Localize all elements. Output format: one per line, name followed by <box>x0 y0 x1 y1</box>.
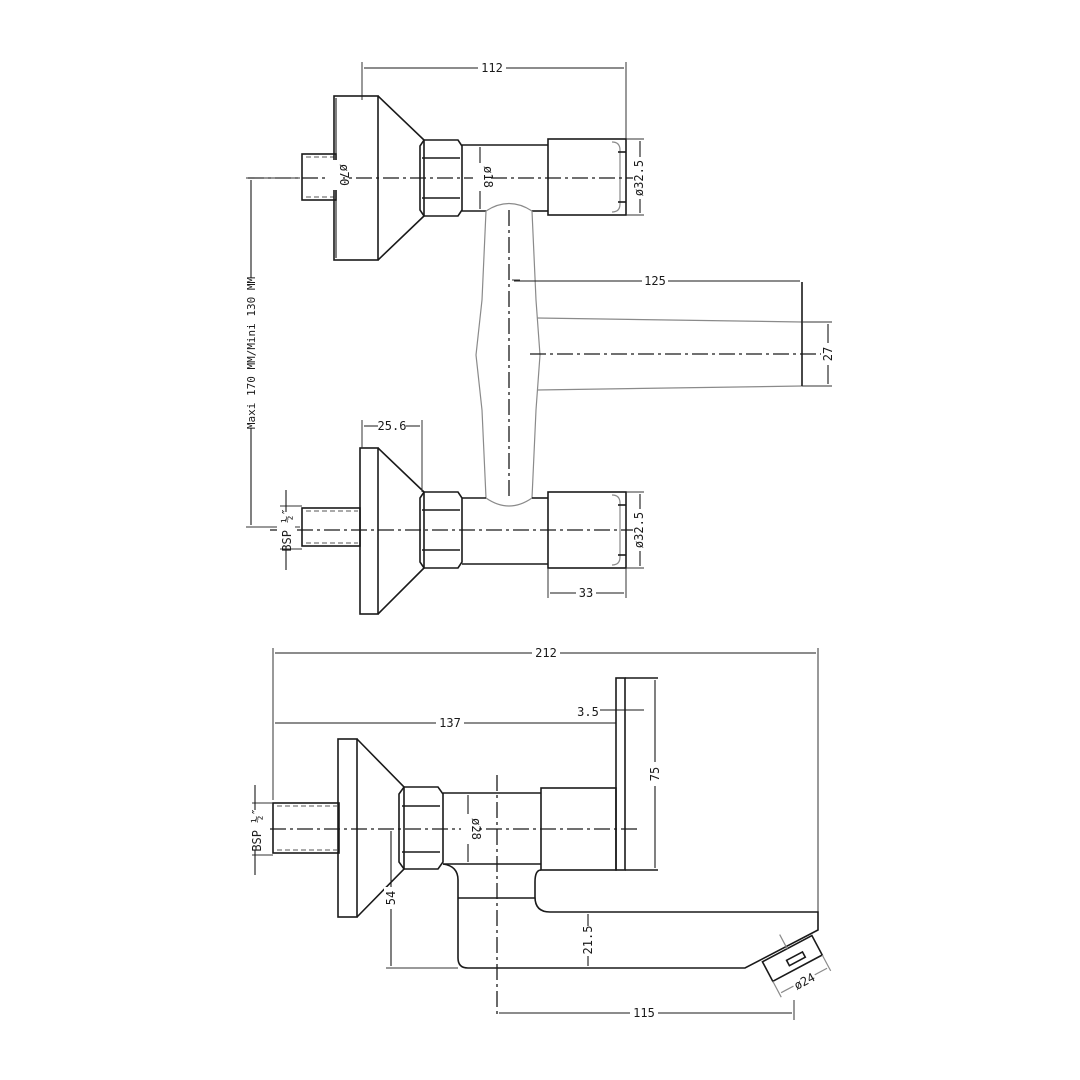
dim-flange-diameter: ø70 <box>329 98 351 258</box>
label-212: 212 <box>535 646 557 660</box>
lever: 75 <box>615 677 662 871</box>
lower-valve-unit <box>270 447 640 615</box>
label-3-5: 3.5 <box>577 705 599 719</box>
dim-thread-side: BSP ½″ <box>247 785 273 875</box>
label-115: 115 <box>633 1006 655 1020</box>
label-33: 33 <box>579 586 593 600</box>
upper-valve-unit <box>248 95 640 261</box>
aerator: ø24 <box>761 934 832 998</box>
dim-overall-width: 112 <box>361 61 627 214</box>
central-column <box>475 202 541 507</box>
label-125: 125 <box>644 274 666 288</box>
label-21-5: 21.5 <box>581 926 595 955</box>
label-d28: ø28 <box>469 818 483 840</box>
top-view: 112 <box>244 61 835 615</box>
side-view: 212 137 3.5 75 <box>247 646 832 1020</box>
dim-centres: Maxi 170 MM/Mini 130 MM <box>244 177 300 528</box>
dim-body-diameter: ø18 <box>473 147 495 209</box>
dim-spout-reach: 115 <box>499 1000 795 1020</box>
label-75: 75 <box>648 767 662 781</box>
dim-handle-diameter-top: ø32.5 <box>626 138 647 216</box>
label-d32-5-bottom: ø32.5 <box>632 512 646 548</box>
dim-lever-thickness: 3.5 <box>577 705 644 719</box>
label-d32-5-top: ø32.5 <box>632 160 646 196</box>
label-bsp-top: BSP ½″ <box>280 508 294 551</box>
spout-top: 125 27 <box>512 274 835 391</box>
label-bsp-side: BSP ½″ <box>250 808 264 851</box>
spout-side: ø24 <box>442 863 832 998</box>
label-centres: Maxi 170 MM/Mini 130 MM <box>245 276 258 429</box>
label-d18: ø18 <box>481 166 495 188</box>
label-112: 112 <box>481 61 503 75</box>
dim-overall-length: 212 <box>272 646 819 912</box>
label-54: 54 <box>384 891 398 905</box>
label-27: 27 <box>821 347 835 361</box>
label-d70: ø70 <box>337 164 351 186</box>
label-137: 137 <box>439 716 461 730</box>
dim-handle-diameter-bottom: ø32.5 <box>626 491 647 569</box>
dim-handle-length: 33 <box>547 568 627 600</box>
dim-thread-top: BSP ½″ <box>277 490 302 570</box>
dim-body-diameter-side: ø28 <box>461 795 483 862</box>
label-25-6: 25.6 <box>378 419 407 433</box>
dim-flange-depth: 25.6 <box>361 419 423 492</box>
dim-lever-position: 137 <box>275 716 616 730</box>
side-body <box>270 738 640 1015</box>
dim-spout-thickness: 21.5 <box>581 914 595 966</box>
dim-spout-drop: 54 <box>384 831 458 969</box>
